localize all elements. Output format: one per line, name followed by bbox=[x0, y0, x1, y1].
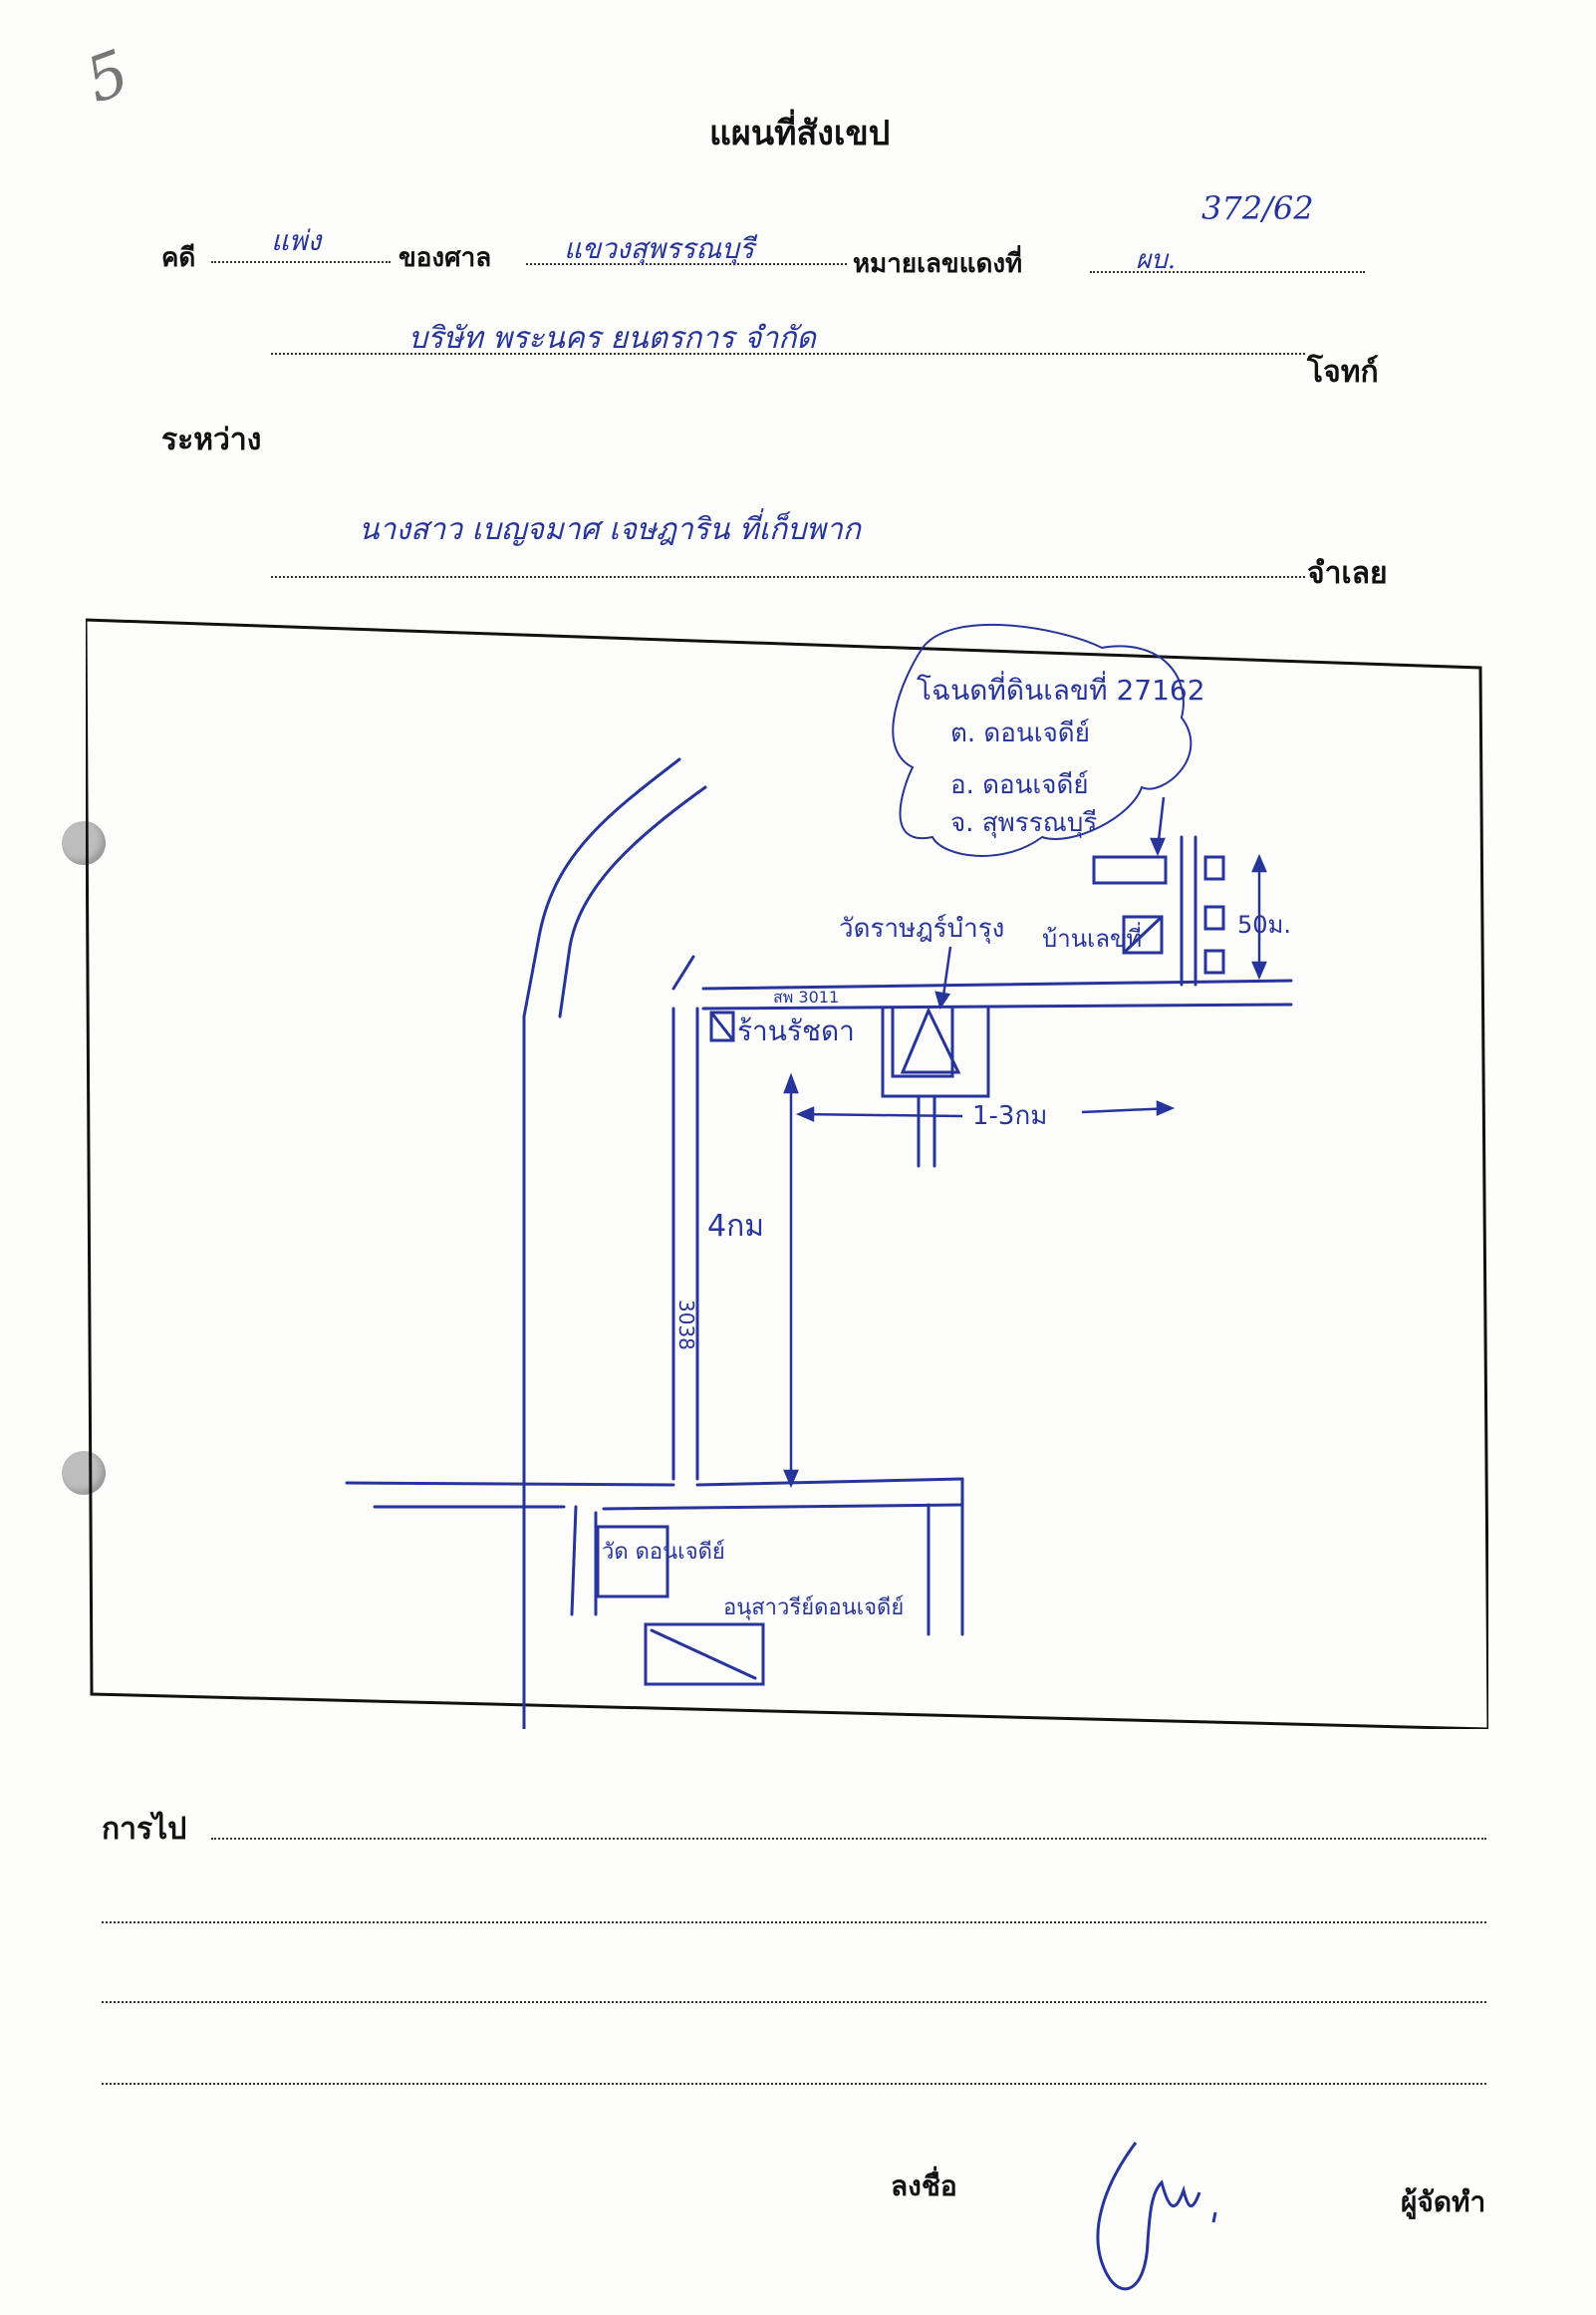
page-mark: 5 bbox=[76, 35, 138, 118]
defendant-value: นางสาว เบญจมาศ เจษฎาริน ที่เก็บพาก bbox=[359, 512, 861, 547]
house-small-2 bbox=[1203, 905, 1225, 931]
arrow-1-3km-left bbox=[798, 1112, 963, 1118]
monument-label: อนุสาวรีย์ดอนเจดีย์ bbox=[723, 1595, 904, 1620]
main-road-left-top bbox=[671, 955, 695, 991]
punch-hole-top bbox=[62, 821, 106, 865]
red-no-label: หมายเลขแดงที่ bbox=[853, 249, 1023, 279]
house-box bbox=[1122, 915, 1164, 955]
maker-label: ผู้จัดทำ bbox=[1401, 2185, 1486, 2218]
distance-4km: 4กม bbox=[707, 1209, 764, 1244]
cloud-line-1: โฉนดที่ดินเลขที่ 27162 bbox=[917, 671, 1205, 707]
handwritten-signature bbox=[1096, 2142, 1217, 2291]
land-plot bbox=[1092, 855, 1168, 885]
case-value: แพ่ง bbox=[271, 224, 322, 257]
court-value: แขวงสุพรรณบุรี bbox=[564, 232, 754, 265]
plaintiff-value: บริษัท พระนคร ยนตรการ จำกัด bbox=[408, 321, 816, 356]
red-no-number: 372/62 bbox=[1201, 189, 1314, 227]
road-label-top: สพ 3011 bbox=[773, 988, 839, 1007]
court-label: ของศาล bbox=[399, 243, 492, 273]
top-road-upper bbox=[701, 979, 1293, 991]
case-label: คดี bbox=[161, 243, 196, 273]
directions-line-2 bbox=[102, 1921, 1486, 1923]
temple-bottom-label: วัด ดอนเจดีย์ bbox=[602, 1540, 725, 1565]
house-label: บ้านเลขที่ bbox=[1042, 922, 1142, 953]
court-dots bbox=[526, 263, 847, 265]
directions-line-4 bbox=[102, 2083, 1486, 2085]
red-no-value: ผบ. bbox=[1136, 245, 1177, 275]
map-border bbox=[86, 618, 1488, 1729]
house-small-3 bbox=[1203, 949, 1225, 975]
curved-road-inner bbox=[558, 785, 707, 1018]
plaintiff-label: โจทก์ bbox=[1307, 355, 1379, 390]
cloud-line-2: ต. ดอนเจดีย์ bbox=[950, 719, 1090, 748]
sign-label: ลงชื่อ bbox=[891, 2170, 957, 2202]
red-no-dots bbox=[1090, 271, 1365, 273]
temple-compound bbox=[891, 1007, 954, 1078]
shop-icon bbox=[709, 1011, 735, 1042]
bottom-road-upper-r bbox=[695, 1477, 964, 1487]
temple-triangle-icon bbox=[900, 1007, 961, 1074]
curved-road-outer bbox=[522, 757, 681, 1729]
top-road-lower bbox=[701, 1003, 1293, 1011]
temple-bottom-box bbox=[596, 1525, 669, 1598]
bottom-road-lower-r bbox=[602, 1503, 964, 1511]
cloud-line-4: จ. สุพรรณบุรี bbox=[950, 808, 1097, 838]
shop-label: ร้านรัชดา bbox=[737, 1014, 855, 1047]
between-label: ระหว่าง bbox=[161, 423, 262, 457]
monument-box bbox=[644, 1622, 765, 1686]
plaintiff-dots bbox=[271, 353, 1305, 355]
directions-label: การไป bbox=[102, 1812, 187, 1847]
bottom-branch-1 bbox=[570, 1505, 578, 1616]
distance-50m: 50ม. bbox=[1237, 911, 1291, 939]
sketch-map: โฉนดที่ดินเลขที่ 27162 ต. ดอนเจดีย์ อ. ด… bbox=[86, 618, 1488, 1729]
page-title: แผนที่สังเขป bbox=[709, 114, 891, 153]
temple-label: วัดราษฎร์บำรุง bbox=[839, 914, 1004, 944]
house-small-1 bbox=[1203, 855, 1225, 881]
plot-cloud bbox=[892, 623, 1193, 857]
defendant-label: จำเลย bbox=[1307, 556, 1388, 591]
directions-line-1 bbox=[211, 1838, 1486, 1840]
distance-1-3km: 1-3กม bbox=[972, 1101, 1047, 1131]
road-label-vertical: 3038 bbox=[674, 1300, 698, 1350]
bottom-road-upper bbox=[345, 1481, 675, 1487]
case-dots bbox=[211, 261, 391, 263]
cloud-line-3: อ. ดอนเจดีย์ bbox=[950, 770, 1089, 800]
directions-line-3 bbox=[102, 2001, 1486, 2003]
punch-hole-bottom bbox=[62, 1451, 106, 1495]
defendant-dots bbox=[271, 576, 1305, 578]
